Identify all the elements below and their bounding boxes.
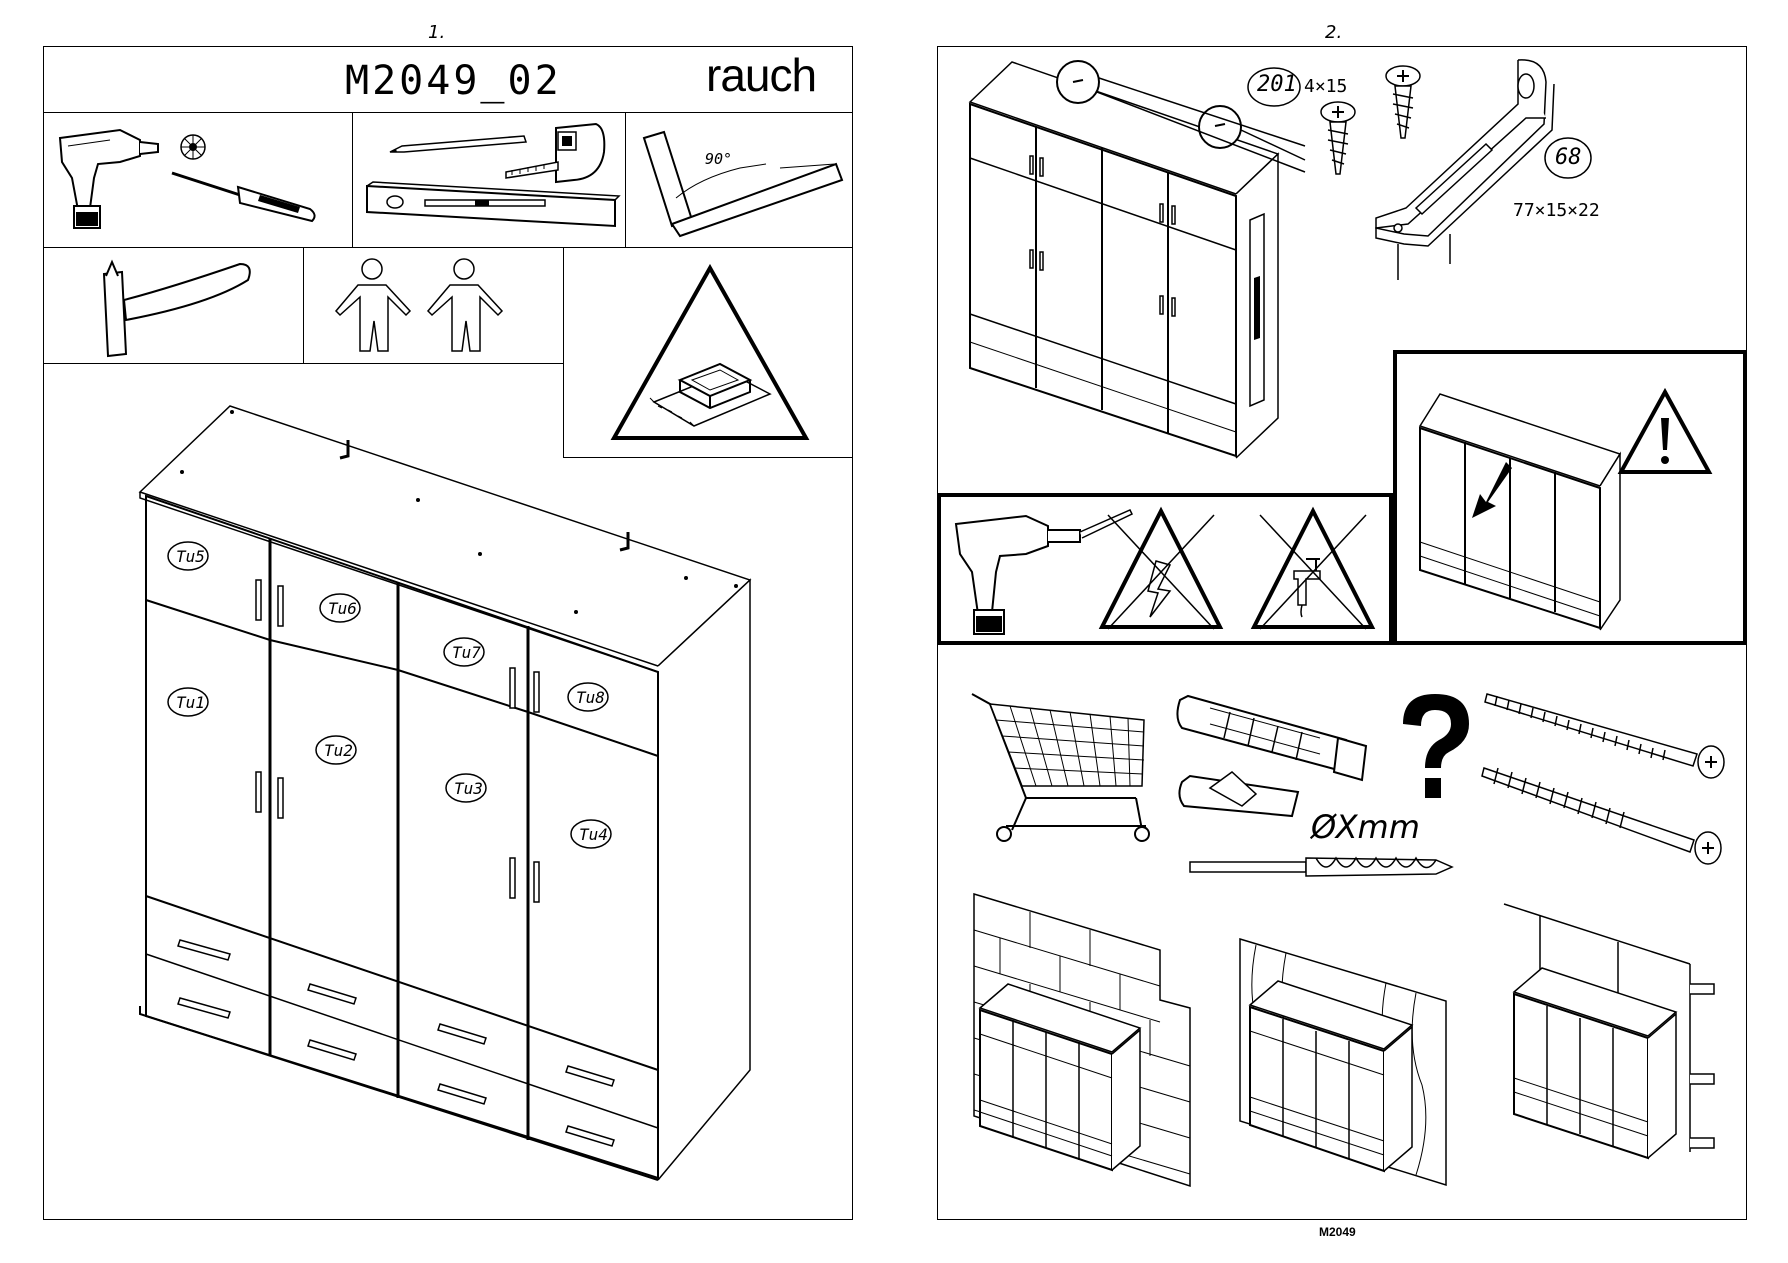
cordless-drill-icon: [954, 509, 1134, 635]
drill-diameter-label: ØXmm: [1311, 808, 1420, 846]
drill-bit-icon: [1189, 856, 1454, 877]
question-mark-icon: [1403, 694, 1469, 798]
protect-floor-warning-icon: [610, 263, 810, 440]
door-label-tu3: Tu3: [454, 779, 483, 798]
door-label-tu4: Tu4: [579, 825, 608, 844]
screwdriver-icon: [171, 171, 316, 223]
part-68-number: 68: [1555, 145, 1582, 170]
tipping-wardrobe-drawing: [1418, 393, 1622, 631]
caution-warning-icon: [1617, 387, 1713, 474]
model-number: M2049_02: [345, 58, 562, 104]
part-201-number: 201: [1257, 72, 1297, 97]
door-label-tu2: Tu2: [324, 741, 353, 760]
water-pipe-hazard-icon: [1250, 506, 1376, 630]
wardrobe-drawing: [138, 405, 752, 1181]
shopping-cart-icon: [971, 693, 1150, 842]
brick-wall-scene: [973, 892, 1191, 1188]
page-number-1: 1.: [428, 22, 446, 43]
door-label-tu8: Tu8: [576, 688, 605, 707]
door-label-tu7: Tu7: [452, 643, 481, 662]
pencil-icon: [389, 135, 528, 153]
door-label-tu5: Tu5: [176, 547, 205, 566]
screw-head-icon: [180, 134, 206, 160]
brand-logo: rauch: [706, 49, 817, 101]
screw-icon: [1385, 65, 1421, 139]
tipping-warning-box: [1393, 350, 1747, 645]
long-screw-icon: [1481, 767, 1722, 865]
footer-model: M2049: [1319, 1225, 1356, 1239]
electric-hazard-icon: [1098, 506, 1224, 630]
door-label-tu1: Tu1: [176, 693, 205, 712]
door-label-tu6: Tu6: [328, 599, 357, 618]
screw-icon: [1320, 101, 1356, 175]
tape-measure-icon: [505, 122, 606, 184]
page-number-2: 2.: [1325, 22, 1343, 43]
part-68-size: 77×15×22: [1513, 200, 1600, 221]
long-screw-icon: [1484, 693, 1725, 779]
part-68-oval: [1544, 137, 1592, 179]
detail-callout-lines: [1056, 60, 1306, 173]
wall-plug-icon: [1176, 694, 1368, 818]
wardrobe-wall-mount-drawing: [968, 61, 1280, 459]
angle-bracket-icon: [1375, 59, 1555, 280]
person-icon: [426, 258, 504, 352]
spirit-level-icon: [366, 181, 621, 228]
cordless-drill-icon: [58, 128, 159, 229]
part-201-oval: [1247, 67, 1301, 107]
hammer-icon: [102, 259, 251, 358]
person-icon: [334, 258, 412, 352]
wood-wall-scene: [1239, 937, 1447, 1187]
plasterboard-wall-scene: [1503, 903, 1715, 1160]
angle-label: 90°: [705, 150, 733, 168]
drilling-warning-box: [937, 493, 1393, 645]
warning-cell-floor: [563, 247, 853, 458]
carpenter-square-icon: [642, 130, 844, 238]
part-201-size: 4×15: [1304, 76, 1348, 97]
